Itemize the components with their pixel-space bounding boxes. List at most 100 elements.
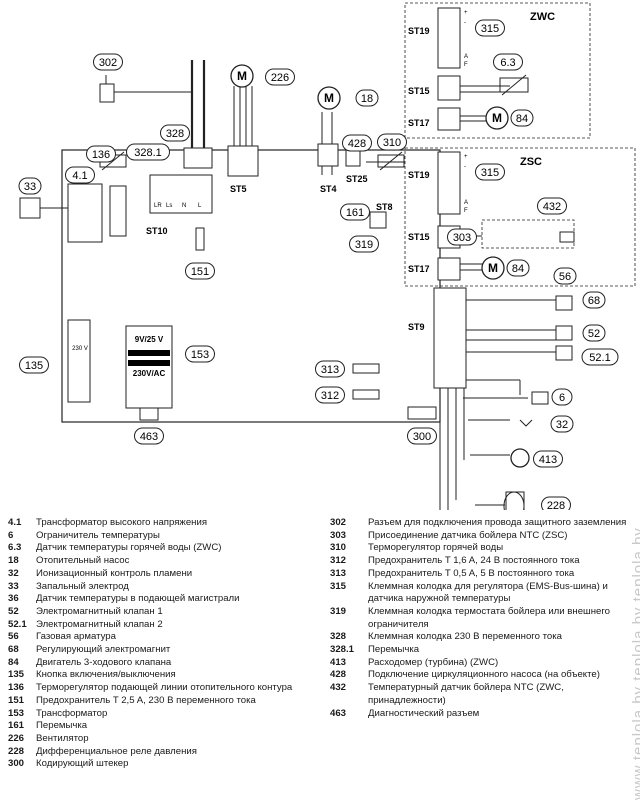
legend-code: 413	[330, 656, 347, 668]
conn-st25: ST25	[346, 174, 368, 184]
legend-description: Датчик температуры в подающей магистрали	[36, 593, 240, 605]
legend-description: Расходомер (турбина) (ZWC)	[368, 656, 499, 668]
coding-plug-300	[407, 406, 437, 420]
legend-description: Вентилятор	[36, 732, 89, 744]
legend-code: 153	[8, 707, 25, 719]
callout-label-432: 432	[543, 201, 561, 213]
fan-motor-226-icon	[230, 64, 254, 88]
zsc-pin-f: F	[464, 208, 468, 214]
legend-code	[330, 619, 368, 632]
legend-code: 161	[8, 720, 25, 732]
legend-code: 52	[8, 605, 19, 617]
valve-521	[555, 345, 573, 361]
callout-bubble-6	[551, 388, 573, 406]
callout-label-303: 303	[453, 232, 471, 244]
switch-voltage-label: 230 V	[72, 346, 88, 352]
conn-st10: ST10	[146, 226, 168, 236]
conn-st19-zwc: ST19	[408, 26, 430, 36]
legend-code: 136	[8, 682, 25, 694]
st25-block	[345, 149, 361, 167]
legend-code: 328.1	[330, 644, 355, 656]
callout-bubble-228	[541, 496, 571, 510]
callout-bubble-413	[533, 450, 563, 468]
sensor-63-icon	[499, 77, 529, 93]
st9-block	[433, 287, 467, 389]
callout-label-228: 228	[547, 500, 565, 510]
st10-block	[149, 174, 213, 214]
callout-bubble-161	[340, 203, 370, 221]
legend-code: 319	[330, 605, 347, 617]
legend-description: Клеммная колодка 230 B переменного тока	[368, 631, 562, 643]
legend-description: Запальный электрод	[36, 580, 129, 592]
callout-bubble-32	[550, 415, 574, 433]
legend-code: 6	[8, 529, 14, 541]
motor-226-symbol: M	[237, 69, 247, 83]
callout-bubble-302	[93, 53, 123, 71]
callout-label-319: 319	[355, 239, 373, 251]
legend-code: 328	[330, 631, 347, 643]
st4-block	[317, 143, 339, 167]
callout-label-153: 153	[191, 349, 209, 361]
block-328	[183, 147, 213, 169]
legend-code: 463	[330, 707, 347, 719]
legend-code: 135	[8, 669, 25, 681]
legend-right-column: 302 Разъем для подключения провода защитн…	[330, 517, 632, 720]
legend-code	[330, 593, 368, 606]
transformer-153	[125, 325, 173, 409]
callout-bubble-56	[553, 267, 577, 285]
callout-label-135: 135	[25, 360, 43, 372]
legend-code: 6.3	[8, 542, 22, 554]
legend-description: ограничителя	[368, 618, 429, 630]
st10-pin-l: L	[198, 203, 202, 209]
legend-code: 228	[8, 745, 25, 757]
conn-st4: ST4	[320, 184, 337, 194]
conn-st17-zsc: ST17	[408, 264, 430, 274]
zsc-pin-plus: +	[464, 154, 468, 160]
st10-pin-ls: Ls	[166, 203, 172, 209]
legend-code: 302	[330, 517, 347, 528]
conn-st19-zsc: ST19	[408, 170, 430, 180]
transformer-low-label: 9V/25 V	[135, 335, 164, 344]
valve-motor-84-zwc-icon	[485, 106, 509, 130]
callout-bubble-151	[185, 262, 215, 280]
switch-135	[67, 319, 91, 403]
zwc-pin-minus: -	[464, 20, 466, 26]
callout-bubble-153	[185, 345, 215, 363]
conn-st17-zwc: ST17	[408, 118, 430, 128]
callout-bubble-18	[355, 89, 379, 107]
legend-description: Предохранитель T 0,5 A, 5 B постоянного …	[368, 567, 575, 579]
conn-st5: ST5	[230, 184, 247, 194]
legend-code: 151	[8, 694, 25, 706]
callout-label-315: 315	[481, 23, 499, 35]
zone-zwc-title: ZWC	[530, 11, 555, 23]
sensor-432	[559, 231, 575, 243]
callout-label-56: 56	[559, 271, 571, 283]
legend-code: 4.1	[8, 517, 22, 528]
zone-zsc-title: ZSC	[520, 156, 542, 168]
callout-label-302: 302	[99, 57, 117, 69]
part-41-side	[109, 185, 127, 237]
flame-sensor-32-icon	[519, 419, 533, 427]
pump-motor-18-icon	[317, 86, 341, 110]
legend-description: Дифференциальное реле давления	[36, 745, 197, 757]
conn-st9: ST9	[408, 322, 425, 332]
callout-bubble-4.1	[65, 166, 95, 184]
callout-bubble-328	[160, 124, 190, 142]
callout-bubble-328.1	[126, 143, 170, 161]
legend-description: Разъем для подключения провода защитного…	[368, 517, 627, 528]
